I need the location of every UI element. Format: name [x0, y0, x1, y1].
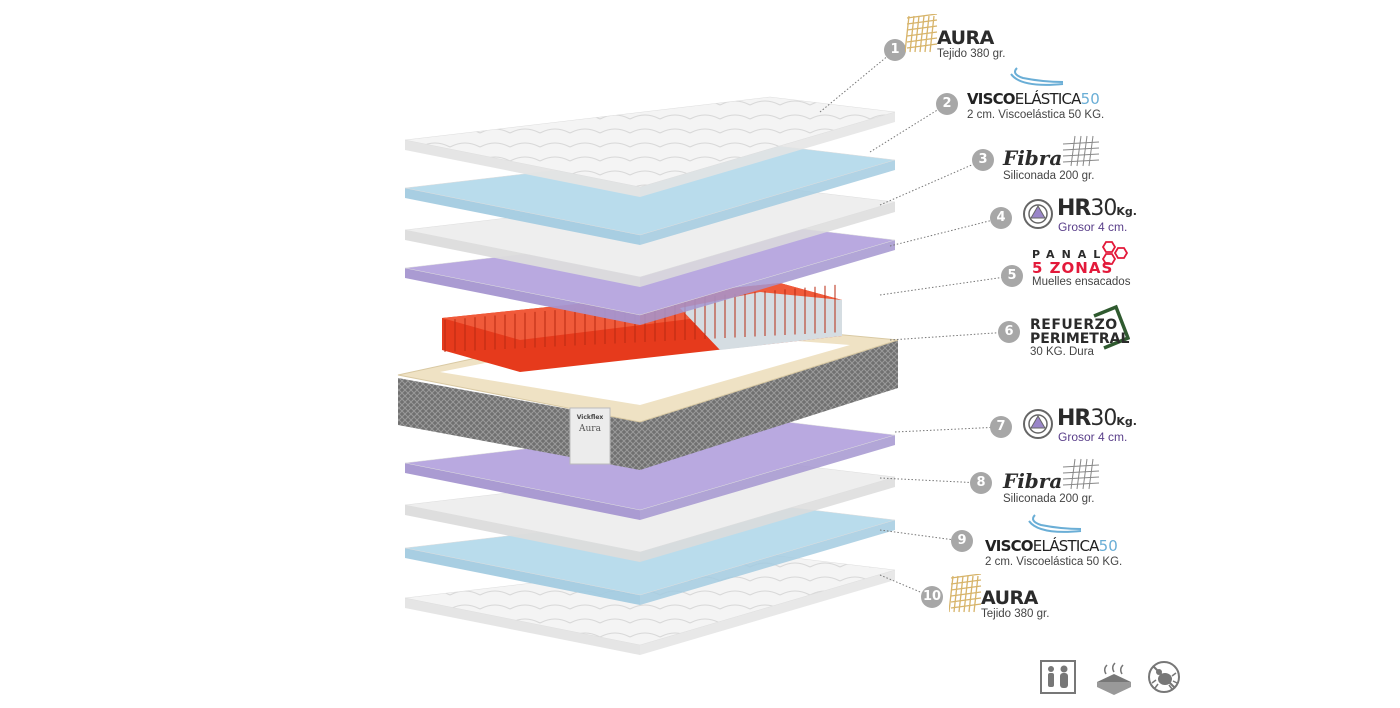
- layer-title-top: PANAL: [1032, 248, 1108, 261]
- fiber-grid-icon: [1062, 135, 1100, 167]
- layer-title: AURA: [981, 587, 1038, 609]
- callout-leader-line: [879, 529, 963, 542]
- hand-pressing-foam-icon: [1010, 67, 1064, 86]
- layer-number-badge: 7: [990, 416, 1012, 438]
- anti-mite-icon: [1148, 661, 1180, 693]
- layer-title-top: REFUERZO: [1030, 317, 1118, 333]
- layer-subtitle: Tejido 380 gr.: [981, 608, 1050, 620]
- layer-number-badge: 4: [990, 207, 1012, 229]
- woven-fabric-icon: [904, 13, 938, 53]
- layer-title-hr: HR: [1057, 406, 1091, 431]
- layer-title-density: 30: [1090, 406, 1117, 431]
- mattress-label-brand: Vickflex: [576, 414, 604, 421]
- callout-leader-line: [879, 275, 1013, 296]
- callout-leader-line: [894, 426, 1002, 433]
- layer-title-bold: VISCO: [985, 537, 1034, 555]
- layer-number-badge: 6: [998, 321, 1020, 343]
- hr-foam-badge-icon: [1023, 199, 1053, 229]
- layer-title: AURA: [937, 27, 994, 49]
- layer-title-density: 50: [1080, 90, 1100, 108]
- perimeter-frame-icon: [1093, 304, 1131, 350]
- mattress-label-model: Aura: [579, 424, 601, 434]
- layer-number-badge: 5: [1001, 265, 1023, 287]
- layer-title-zones: 5 ZONAS: [1032, 259, 1114, 277]
- top-aura-layer: [404, 96, 896, 197]
- breathable-icon: [1097, 662, 1131, 695]
- callout-leader-line: [889, 217, 1002, 247]
- layer-number-badge: 10: [921, 586, 943, 608]
- layer-title-bottom: PERIMETRAL: [1030, 331, 1130, 347]
- hand-pressing-foam-icon: [1028, 514, 1082, 533]
- layer-title: Fibra: [1003, 146, 1063, 170]
- layer-subtitle: Siliconada 200 gr.: [1003, 493, 1095, 505]
- layer-title-light: ELÁSTICA: [1032, 537, 1100, 555]
- layer-title-density: 50: [1098, 537, 1118, 555]
- callout-leader-line: [879, 574, 933, 598]
- layer-subtitle: Grosor 4 cm.: [1058, 220, 1128, 234]
- layer-number-badge: 1: [884, 39, 906, 61]
- layer-subtitle: Grosor 4 cm.: [1058, 430, 1128, 444]
- hr-foam-badge-icon: [1023, 409, 1053, 439]
- layer-subtitle: Muelles ensacados: [1032, 276, 1131, 288]
- honeycomb-icon: [1101, 241, 1129, 265]
- two-people-icon: [1040, 660, 1076, 694]
- callout-leader-line: [889, 331, 1010, 341]
- layer-title-hr: HR: [1057, 196, 1091, 221]
- layer-subtitle: 2 cm. Viscoelástica 50 KG.: [985, 556, 1123, 568]
- layer-number-badge: 3: [972, 149, 994, 171]
- spring-core-block: [397, 317, 899, 470]
- callout-leader-line: [819, 49, 896, 113]
- layer-label: HR30Kg. Grosor 4 cm.: [1022, 406, 1137, 444]
- layer-title-density: 30: [1090, 196, 1117, 221]
- fiber-grid-icon: [1062, 458, 1100, 490]
- layer-title-unit: Kg.: [1116, 415, 1137, 428]
- callout-leader-line: [879, 159, 984, 206]
- layer-title-bold: VISCO: [967, 90, 1016, 108]
- layer-number-badge: 2: [936, 93, 958, 115]
- layer-subtitle: Siliconada 200 gr.: [1003, 170, 1095, 182]
- layer-subtitle: 2 cm. Viscoelástica 50 KG.: [967, 109, 1105, 121]
- layer-label: HR30Kg. Grosor 4 cm.: [1022, 196, 1137, 234]
- layer-subtitle: 30 KG. Dura: [1030, 346, 1094, 358]
- layer-title-unit: Kg.: [1116, 205, 1137, 218]
- layer-title-light: ELÁSTICA: [1014, 90, 1082, 108]
- layer-number-badge: 8: [970, 472, 992, 494]
- layer-number-badge: 9: [951, 530, 973, 552]
- woven-fabric-icon: [948, 573, 982, 613]
- layer-subtitle: Tejido 380 gr.: [937, 48, 1006, 60]
- callout-leader-line: [879, 477, 982, 484]
- mattress-brand-label: [569, 407, 611, 465]
- callout-leader-line: [869, 103, 948, 153]
- layer-title: Fibra: [1003, 469, 1063, 493]
